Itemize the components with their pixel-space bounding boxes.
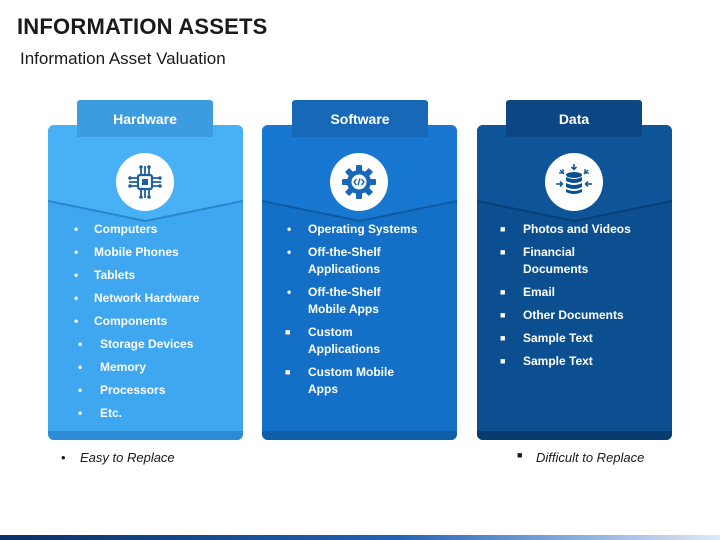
- chip-icon: [128, 165, 162, 199]
- software-icon-circle: [330, 153, 388, 211]
- list-item-continued: Applications: [308, 262, 381, 276]
- data-icon-circle: [545, 153, 603, 211]
- list-item: ■Financial: [500, 245, 576, 259]
- hardware-footer-stripe: [48, 431, 243, 440]
- list-subitem: •Storage Devices: [78, 337, 194, 351]
- tab-data: Data: [506, 100, 642, 137]
- tab-software: Software: [292, 100, 428, 137]
- software-card: •Operating Systems •Off-the-Shelf Applic…: [262, 125, 457, 440]
- hardware-list: •Computers •Mobile Phones •Tablets •Netw…: [48, 221, 243, 422]
- list-item: •Computers: [74, 222, 158, 236]
- data-card: ■Photos and Videos ■Financial Documents …: [477, 125, 672, 440]
- list-subitem: •Memory: [78, 360, 147, 374]
- list-item: ■Custom Mobile: [285, 365, 394, 379]
- list-item: ■Other Documents: [500, 308, 624, 322]
- list-item-continued: Apps: [308, 382, 338, 396]
- software-list: •Operating Systems •Off-the-Shelf Applic…: [262, 221, 457, 398]
- data-list: ■Photos and Videos ■Financial Documents …: [477, 221, 672, 370]
- list-item-continued: Mobile Apps: [308, 302, 379, 316]
- list-item: •Tablets: [74, 268, 136, 282]
- gear-code-icon: [342, 165, 376, 199]
- list-item-continued: Applications: [308, 342, 381, 356]
- footer-gradient-bar: [0, 535, 720, 540]
- list-item: ■Email: [500, 285, 556, 299]
- database-icon: [556, 164, 592, 194]
- hardware-card: •Computers •Mobile Phones •Tablets •Netw…: [48, 125, 243, 440]
- list-item: •Operating Systems: [287, 222, 418, 236]
- list-item: ■Sample Text: [500, 354, 593, 368]
- list-item: ■Sample Text: [500, 331, 593, 345]
- hardware-icon-circle: [116, 153, 174, 211]
- list-subitem: •Etc.: [78, 406, 123, 420]
- page-title: INFORMATION ASSETS: [17, 14, 268, 39]
- list-item: •Network Hardware: [74, 291, 200, 305]
- tab-hardware: Hardware: [77, 100, 213, 137]
- software-footer-stripe: [262, 431, 457, 440]
- difficult-to-replace-note: ■ Difficult to Replace: [517, 450, 645, 465]
- data-footer-stripe: [477, 431, 672, 440]
- list-item: •Components: [74, 314, 168, 328]
- list-item: •Off-the-Shelf: [287, 285, 381, 299]
- list-item: •Mobile Phones: [74, 245, 179, 259]
- list-subitem: •Processors: [78, 383, 166, 397]
- list-item: ■Photos and Videos: [500, 222, 631, 236]
- list-item: •Off-the-Shelf: [287, 245, 381, 259]
- easy-to-replace-note: • Easy to Replace: [61, 450, 175, 465]
- list-item: ■Custom: [285, 325, 353, 339]
- page-subtitle: Information Asset Valuation: [20, 49, 226, 68]
- list-item-continued: Documents: [523, 262, 589, 276]
